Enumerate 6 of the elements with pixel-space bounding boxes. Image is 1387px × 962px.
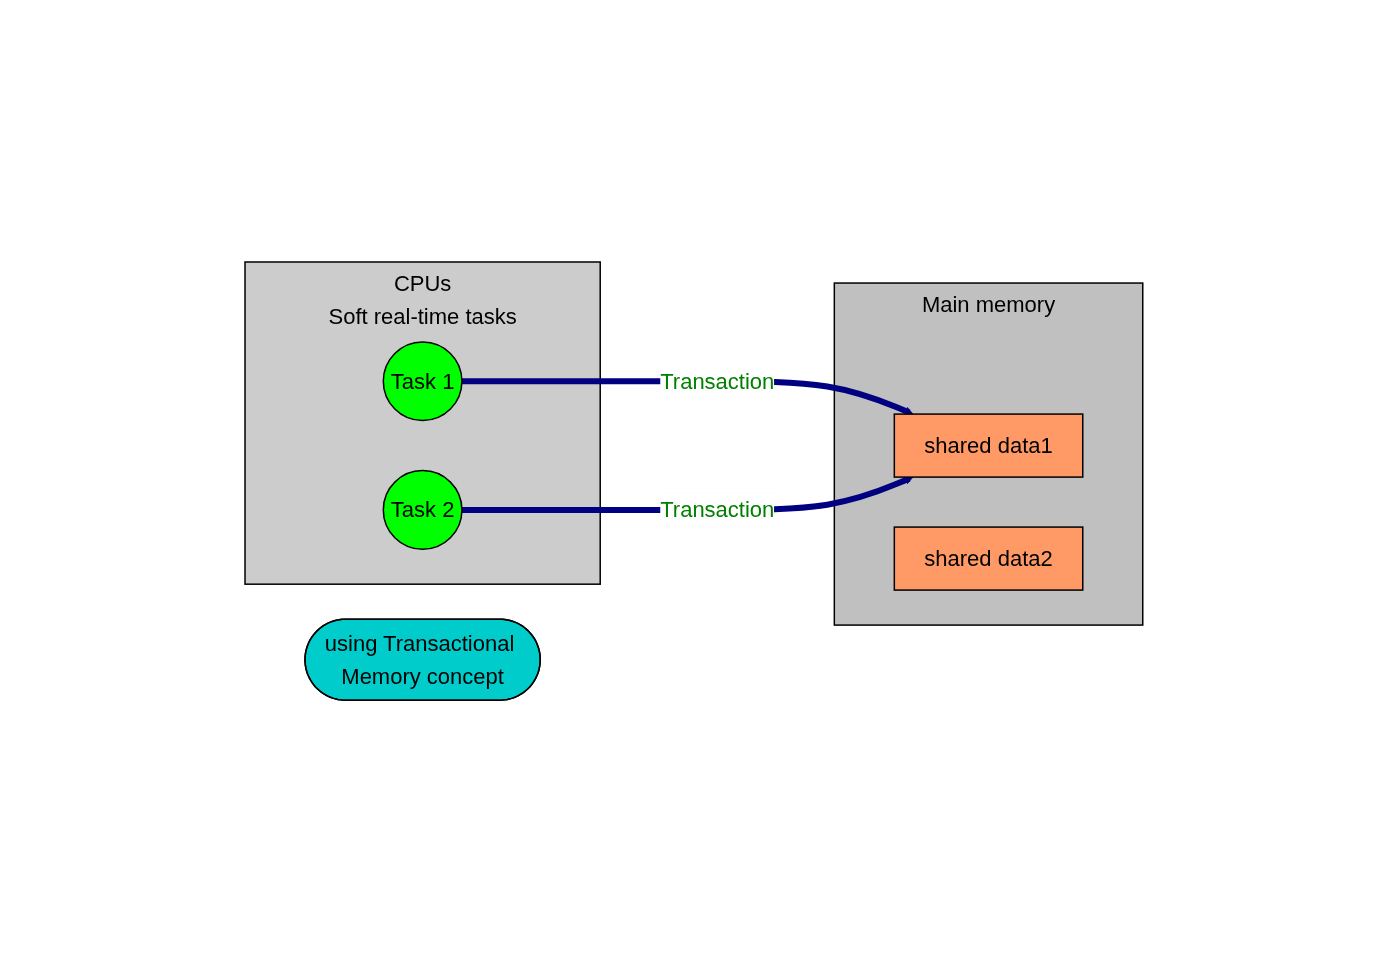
node-circle: Task 1: [382, 341, 463, 422]
edge-label: Transaction: [659, 368, 774, 394]
node-box: shared data2: [893, 526, 1084, 591]
edge-label: Transaction: [659, 497, 774, 523]
node-circle: Task 2: [382, 469, 463, 550]
node-box: shared data1: [893, 413, 1084, 478]
